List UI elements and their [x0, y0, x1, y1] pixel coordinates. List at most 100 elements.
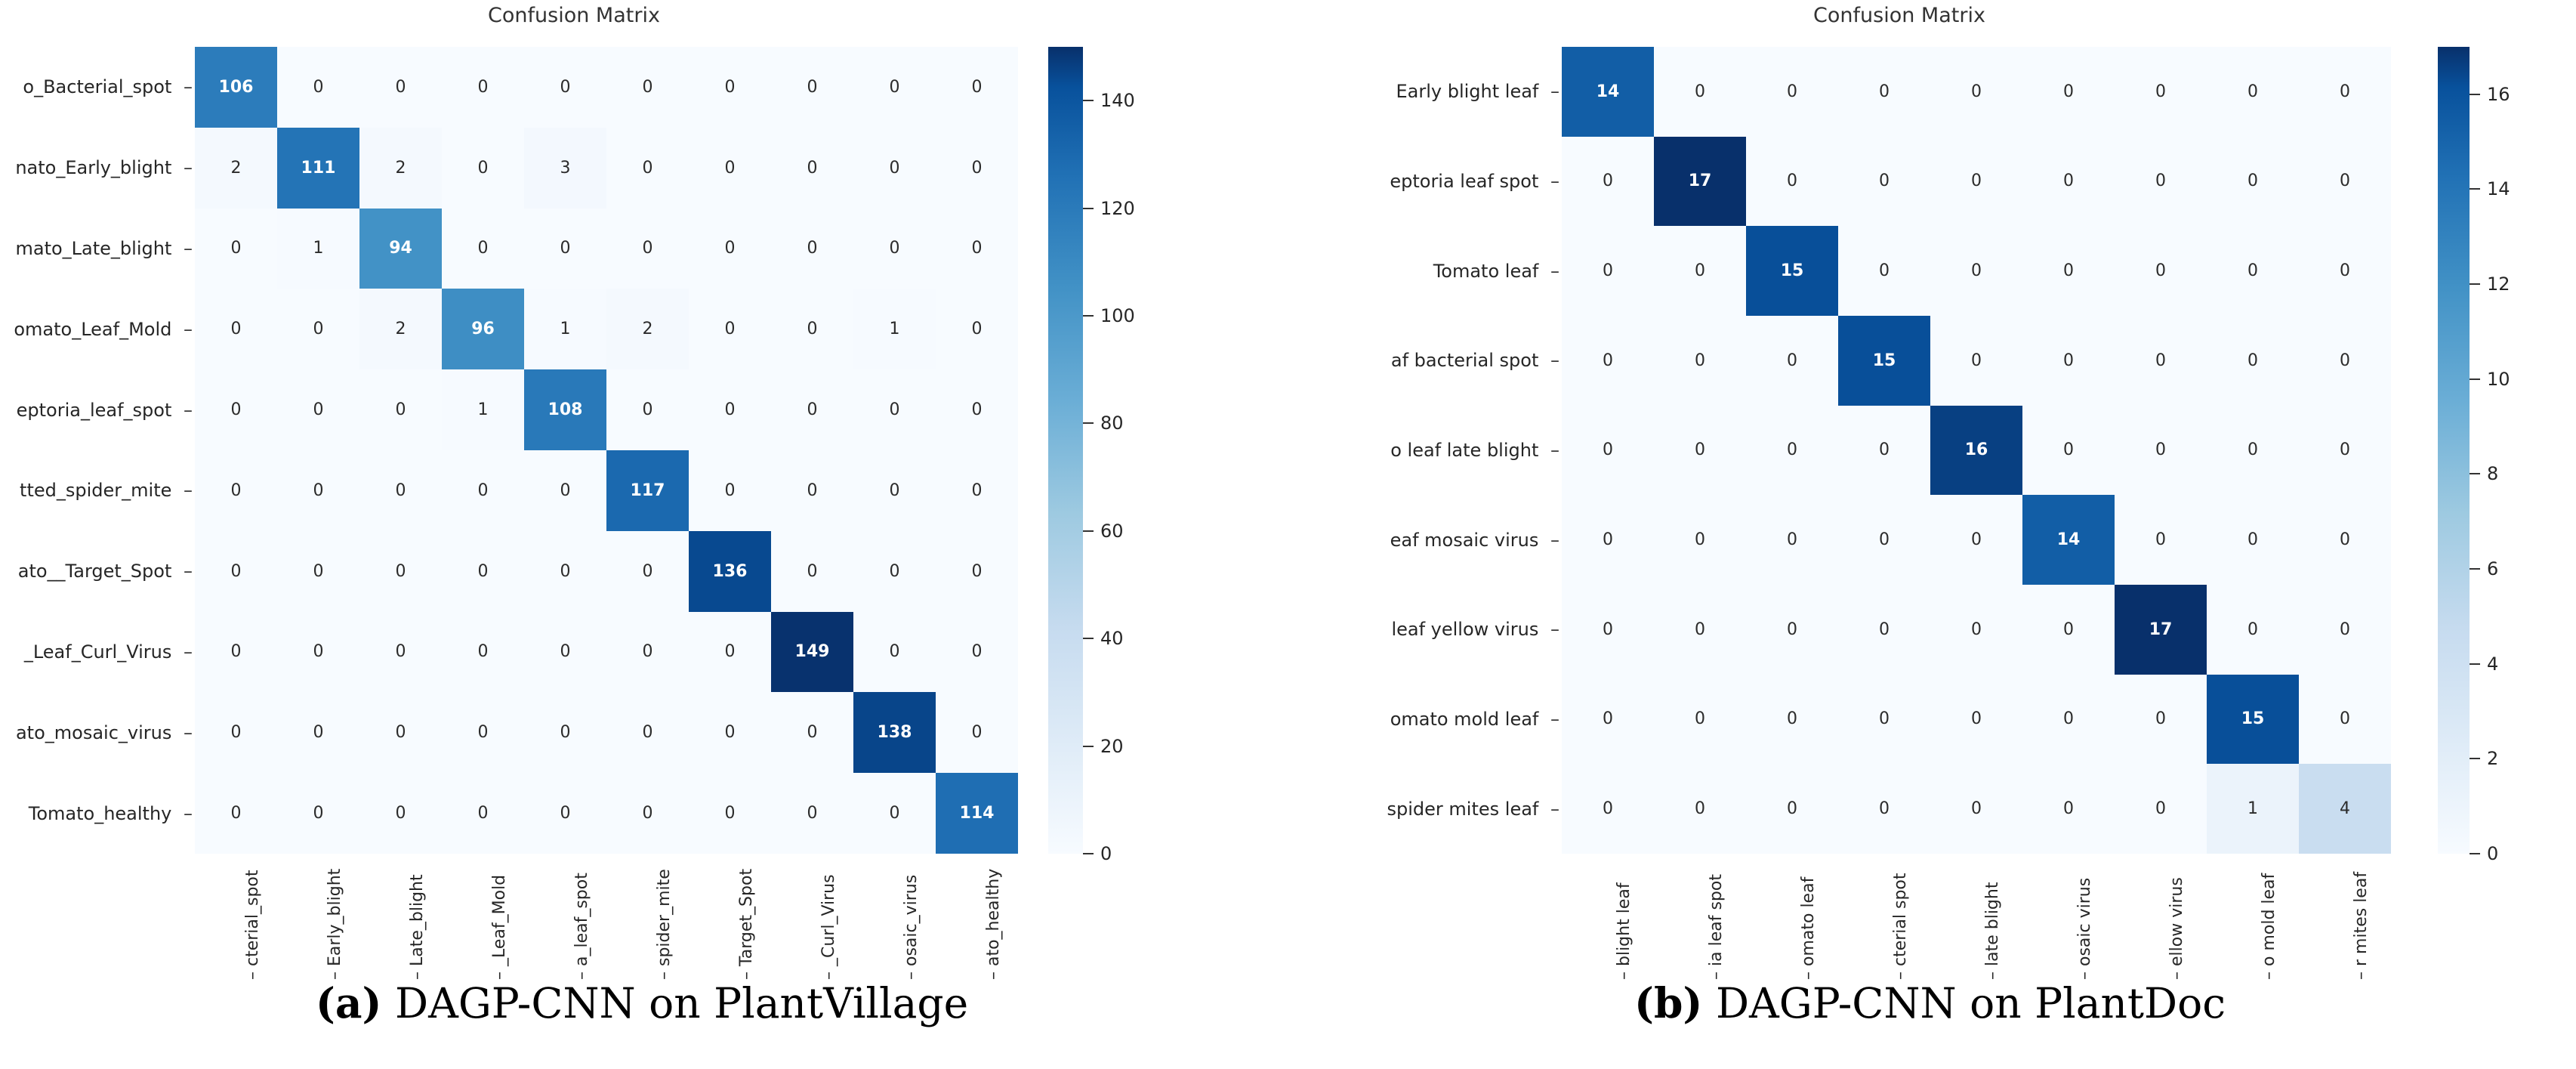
heatmap-cell: 0: [1746, 584, 1838, 675]
y-axis-label: mato_Late_blight –: [15, 238, 193, 259]
heatmap-cell: 0: [606, 530, 689, 612]
heatmap-cell: 0: [442, 208, 524, 289]
y-axis-label: _Leaf_Curl_Virus –: [23, 641, 193, 663]
heatmap-cell: 0: [277, 530, 359, 612]
heatmap-cell: 0: [2299, 315, 2391, 406]
heatmap-cell: 0: [771, 369, 853, 450]
heatmap-cell: 0: [606, 692, 689, 774]
heatmap-cell: 0: [606, 773, 689, 854]
heatmap-cell: 0: [606, 127, 689, 209]
colorbar-tick: 16: [2470, 84, 2510, 105]
heatmap-cell: 0: [2115, 47, 2207, 137]
heatmap-cell: 0: [195, 369, 277, 450]
heatmap-cell: 0: [771, 530, 853, 612]
heatmap-cell: 0: [442, 450, 524, 531]
panel-a: Confusion Matrix o_Bacterial_spot –nato_…: [0, 0, 1284, 1069]
heatmap-cell: 0: [277, 47, 359, 128]
heatmap-cell: 0: [1562, 315, 1654, 406]
heatmap-cell: 0: [936, 530, 1018, 612]
heatmap-cell: 94: [359, 208, 442, 289]
heatmap-cell: 0: [277, 611, 359, 693]
heatmap-cell: 0: [359, 692, 442, 774]
heatmap-cell: 0: [359, 773, 442, 854]
x-axis-label: – Target_Spot: [736, 868, 756, 980]
heatmap-cell: 1: [2207, 764, 2299, 854]
heatmap-cell: 0: [771, 692, 853, 774]
heatmap-cell: 0: [936, 611, 1018, 693]
heatmap-cell: 0: [1654, 47, 1746, 137]
heatmap-cell: 0: [2022, 584, 2115, 675]
y-axis-label: nato_Early_blight –: [15, 157, 193, 179]
y-axis-label: Tomato leaf –: [1433, 260, 1559, 282]
colorbar-tick: 140: [1083, 90, 1135, 111]
heatmap-cell: 0: [1930, 584, 2022, 675]
heatmap-cell: 0: [1746, 136, 1838, 227]
heatmap-cell: 0: [1654, 405, 1746, 496]
x-axis-label: – blight leaf: [1615, 882, 1634, 980]
heatmap-cell: 0: [1746, 405, 1838, 496]
heatmap-cell: 106: [195, 47, 277, 128]
heatmap-cell: 0: [359, 450, 442, 531]
x-axis-label: – o mold leaf: [2260, 873, 2278, 980]
heatmap-cell: 0: [2022, 226, 2115, 316]
heatmap-cell: 0: [2022, 47, 2115, 137]
heatmap-cell: 108: [524, 369, 606, 450]
heatmap-cell: 0: [1930, 495, 2022, 585]
heatmap-cell: 1: [277, 208, 359, 289]
heatmap-cell: 0: [853, 450, 936, 531]
heatmap-cell: 0: [1654, 495, 1746, 585]
heatmap-cell: 0: [2115, 226, 2207, 316]
panel-a-heatmap-area: o_Bacterial_spot –nato_Early_blight –mat…: [0, 0, 1284, 1069]
colorbar-gradient: [2438, 47, 2470, 854]
colorbar-tick: 6: [2470, 558, 2498, 579]
heatmap-cell: 0: [1838, 584, 1930, 675]
heatmap-cell: 0: [2022, 315, 2115, 406]
heatmap-cell: 0: [2299, 47, 2391, 137]
heatmap-cell: 4: [2299, 764, 2391, 854]
heatmap-cell: 0: [2115, 405, 2207, 496]
y-axis-label: ato__Target_Spot –: [17, 561, 193, 582]
y-axis-label: eptoria leaf spot –: [1390, 171, 1559, 192]
heatmap-cell: 2: [359, 289, 442, 370]
colorbar-tick: 8: [2470, 463, 2498, 484]
heatmap-cell: 0: [1562, 764, 1654, 854]
heatmap-cell: 0: [1838, 495, 1930, 585]
heatmap-cell: 0: [1746, 47, 1838, 137]
heatmap-cell: 0: [1838, 405, 1930, 496]
colorbar-gradient: [1048, 47, 1083, 854]
colorbar-tick: 4: [2470, 653, 2498, 675]
heatmap-cell: 0: [2022, 405, 2115, 496]
heatmap-cell: 0: [1562, 584, 1654, 675]
heatmap-cell: 0: [1838, 674, 1930, 765]
heatmap-cell: 0: [2207, 47, 2299, 137]
panel-a-title: Confusion Matrix: [488, 4, 660, 27]
colorbar-tick: 0: [2470, 843, 2498, 864]
heatmap-cell: 0: [2115, 674, 2207, 765]
heatmap-cell: 149: [771, 611, 853, 693]
heatmap-cell: 0: [2299, 495, 2391, 585]
heatmap-cell: 0: [195, 530, 277, 612]
y-axis-label: spider mites leaf –: [1387, 798, 1559, 820]
heatmap-cell: 0: [1562, 226, 1654, 316]
x-axis-label: – osaic virus: [2075, 877, 2094, 980]
panel-b-heatmap-area: Early blight leaf – eptoria leaf spot – To…: [1284, 0, 2576, 1069]
heatmap-cell: 0: [524, 450, 606, 531]
heatmap-cell: 138: [853, 692, 936, 774]
x-axis-label: – a_leaf_spot: [572, 873, 591, 980]
heatmap-cell: 0: [771, 127, 853, 209]
heatmap-cell: 0: [936, 289, 1018, 370]
heatmap-cell: 0: [936, 208, 1018, 289]
heatmap-cell: 0: [771, 47, 853, 128]
y-axis-label: eptoria_leaf_spot –: [16, 399, 193, 421]
heatmap-cell: 0: [1562, 495, 1654, 585]
y-axis-label: Early blight leaf –: [1396, 81, 1559, 103]
x-axis-label: – late blight: [1983, 882, 2002, 980]
heatmap-cell: 0: [524, 47, 606, 128]
heatmap-cell: 0: [689, 289, 771, 370]
y-axis-label: eaf mosaic virus –: [1390, 529, 1559, 551]
heatmap-cell: 14: [1562, 47, 1654, 137]
x-axis-label: – r mites leaf: [2352, 871, 2371, 980]
